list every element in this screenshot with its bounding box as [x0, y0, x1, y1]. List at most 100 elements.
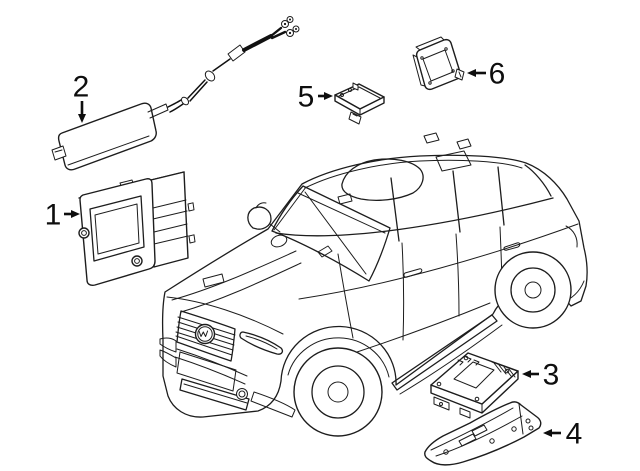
rear-door-handle	[503, 242, 521, 251]
bracket-hole-3	[511, 426, 517, 432]
c-pillar	[452, 170, 461, 233]
headlight-left-upper	[159, 337, 177, 353]
bracket-hole-1	[443, 449, 449, 455]
bumper-molding-1	[176, 348, 248, 377]
module6-nub-notch	[458, 71, 462, 78]
head-unit-display-opening	[89, 195, 145, 262]
head-unit-knob-left-cap	[81, 230, 87, 236]
head-unit-screen	[94, 203, 140, 255]
wiper-park	[317, 245, 333, 258]
head-unit-knob-right	[131, 255, 143, 267]
d-pillar	[497, 166, 505, 226]
windshield	[271, 185, 391, 282]
part-2-flat-antenna-module	[51, 102, 169, 171]
fog-lamp-outer	[236, 388, 248, 400]
bracket-slot-2	[471, 424, 488, 437]
callout-3-arrowhead	[522, 370, 531, 378]
door-seam-3	[455, 233, 460, 317]
roof-small-rect-3	[337, 193, 353, 205]
bracket-flange-edge	[518, 403, 524, 435]
callout-4-arrowhead	[543, 429, 552, 437]
bracket-bend-line-2	[435, 415, 523, 457]
module3-screw-2	[463, 355, 469, 361]
module5-screw-2	[348, 88, 352, 92]
b-pillar	[390, 177, 400, 242]
windshield-inner-top	[297, 192, 386, 234]
cable-fork	[269, 26, 287, 40]
cowl-vent-oval	[270, 234, 288, 248]
callout-4-label: 4	[566, 418, 583, 451]
cable-ferrule	[227, 44, 246, 62]
module6-screw-4	[428, 81, 432, 85]
sunroof	[341, 158, 424, 201]
bumper-molding-2	[174, 356, 246, 385]
module5-screw-1	[340, 93, 344, 97]
head-unit-knob-left	[78, 227, 90, 239]
rear-pillar-inner	[524, 164, 552, 197]
module3-screw-3	[504, 368, 510, 374]
module5-inner-edge	[338, 86, 381, 99]
antenna-plate	[57, 102, 157, 171]
callout-5-label: 5	[298, 81, 315, 114]
taillight-edge	[565, 225, 578, 248]
module3-tab-hole	[439, 402, 443, 406]
bracket-hole-2	[489, 438, 495, 444]
hood-seam-1	[171, 250, 297, 301]
head-unit-vents	[152, 199, 189, 245]
headlight-right	[239, 331, 284, 355]
bracket-bend-line-1	[430, 407, 514, 451]
callout-1-label: 1	[45, 199, 62, 232]
callout-5: 5	[298, 81, 333, 114]
cable-bead-2	[204, 70, 216, 82]
hood-seam-2	[180, 262, 302, 313]
door-seam-1	[337, 253, 354, 339]
module3-bottom-nub	[459, 407, 471, 419]
front-wheel	[287, 337, 390, 437]
windshield-reflection	[304, 191, 367, 275]
headlight-right-inner	[245, 335, 278, 350]
roof-small-rect-1	[423, 132, 440, 144]
module3-label-plate	[453, 361, 495, 389]
roof-opening-rect	[435, 150, 472, 172]
callout-4: 4	[543, 418, 582, 451]
cable-connector-lower	[286, 25, 300, 37]
body-crease-upper	[298, 223, 579, 300]
head-unit-tab-2	[188, 234, 196, 244]
vw-badge-inner	[197, 326, 213, 342]
callout-1-arrowhead	[71, 210, 80, 218]
rear-wheel	[494, 251, 572, 329]
headlight-left-lower	[159, 349, 177, 368]
mirror-arm	[255, 202, 281, 233]
callout-2: 2	[73, 71, 89, 123]
callout-6: 6	[467, 58, 505, 91]
fog-lamp-inner	[238, 390, 246, 398]
beltline	[275, 197, 554, 237]
callout-2-arrowhead	[78, 114, 86, 123]
head-unit-right-face	[150, 171, 189, 268]
module3-connector-ribs	[491, 361, 518, 378]
part-6-receiver-module	[412, 36, 465, 91]
body-crease-lower	[356, 302, 491, 353]
module6-screw-2	[444, 47, 448, 51]
cable-thick-segment	[242, 34, 273, 52]
rocker-step	[391, 314, 498, 391]
antenna-connector-stubs	[147, 103, 169, 119]
bracket-slot-1	[458, 433, 477, 447]
module5-top-nub	[352, 82, 359, 91]
module6-screw-3	[451, 69, 455, 73]
module3-screw-1	[436, 381, 442, 387]
callout-6-arrowhead	[467, 69, 476, 77]
module6-screw-1	[420, 56, 424, 60]
front-door-handle	[403, 268, 423, 278]
callout-1: 1	[45, 199, 80, 232]
antenna-cable	[167, 16, 300, 113]
callout-3-label: 3	[543, 359, 560, 392]
callout-3: 3	[522, 359, 559, 392]
part-5-roof-module	[334, 82, 385, 125]
cable-connector-upper	[281, 16, 294, 28]
part-4-mounting-bracket	[424, 401, 542, 466]
vw-badge-mark	[198, 330, 209, 337]
a-pillar-inner	[273, 186, 307, 231]
bumper-plate-area	[176, 351, 237, 392]
bumper-corner-piece	[250, 391, 296, 418]
